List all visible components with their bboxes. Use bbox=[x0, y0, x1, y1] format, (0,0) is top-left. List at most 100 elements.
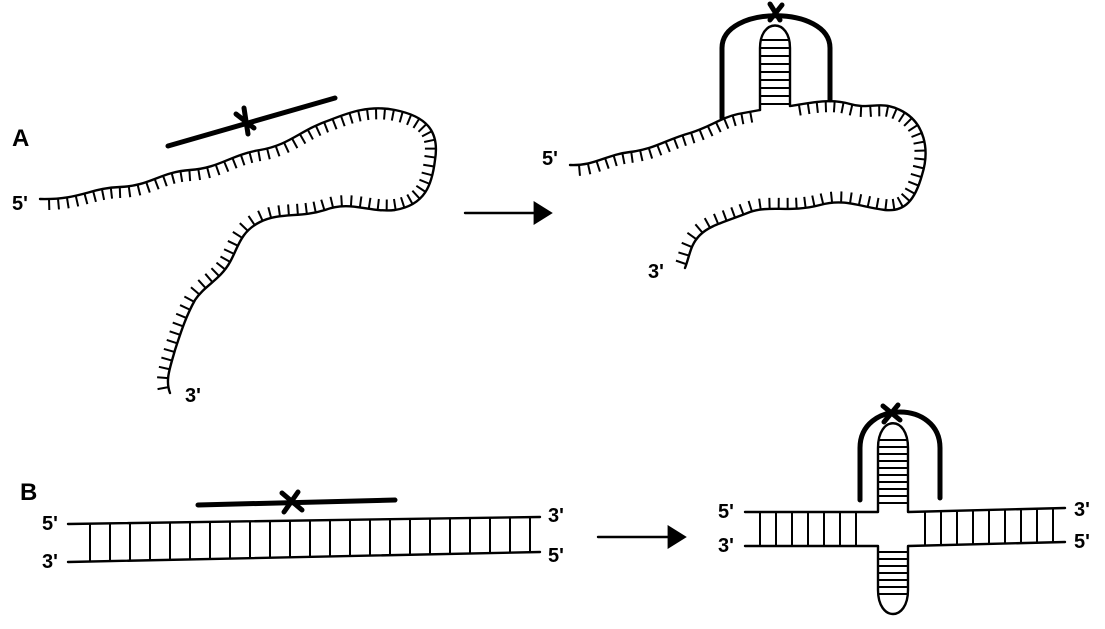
base-tick bbox=[911, 174, 922, 177]
bottom-right-label: 5' bbox=[1074, 531, 1090, 553]
base-tick bbox=[676, 261, 686, 265]
base-tick bbox=[164, 349, 175, 352]
panel-a-label: A bbox=[12, 125, 29, 152]
base-tick bbox=[908, 125, 917, 131]
base-tick bbox=[155, 179, 159, 189]
base-tick bbox=[129, 186, 130, 197]
base-tick bbox=[321, 200, 324, 211]
base-tick bbox=[58, 199, 59, 210]
five-prime-label: 5' bbox=[12, 193, 28, 215]
base-tick bbox=[914, 158, 925, 159]
base-tick bbox=[898, 197, 903, 207]
base-tick bbox=[724, 118, 728, 128]
base-tick bbox=[314, 202, 316, 213]
base-tick bbox=[893, 199, 895, 210]
hairpin-base-pairs-a bbox=[760, 40, 790, 104]
base-tick bbox=[695, 224, 702, 232]
crosslink-mark-a bbox=[770, 4, 782, 20]
base-tick bbox=[184, 297, 194, 302]
base-tick bbox=[232, 158, 236, 168]
base-tick bbox=[308, 130, 313, 140]
five-prime-label: 5' bbox=[542, 148, 558, 170]
base-tick bbox=[297, 204, 298, 215]
top-right-label: 3' bbox=[548, 505, 564, 527]
base-tick bbox=[870, 106, 871, 117]
base-tick bbox=[714, 214, 718, 224]
base-tick bbox=[796, 198, 797, 209]
base-tick bbox=[324, 122, 328, 132]
bottom-left-label: 3' bbox=[42, 551, 58, 573]
base-tick bbox=[240, 223, 248, 231]
base-tick bbox=[220, 256, 230, 261]
base-tick bbox=[424, 140, 435, 142]
base-tick bbox=[176, 314, 186, 318]
base-tick bbox=[799, 105, 801, 116]
base-tick bbox=[224, 161, 228, 171]
base-tick bbox=[419, 124, 427, 132]
base-tick bbox=[400, 112, 403, 123]
base-tick bbox=[622, 153, 624, 164]
base-tick bbox=[93, 191, 96, 202]
base-tick bbox=[407, 115, 411, 125]
base-tick bbox=[913, 166, 924, 168]
base-tick bbox=[102, 189, 104, 200]
rna-strand-a-after-tail bbox=[685, 101, 926, 268]
base-tick bbox=[588, 164, 590, 175]
base-tick bbox=[708, 126, 713, 136]
base-tick bbox=[631, 152, 632, 163]
base-tick bbox=[191, 287, 199, 294]
base-tick bbox=[384, 109, 385, 120]
base-tick bbox=[731, 207, 735, 217]
hairpin-a bbox=[760, 26, 790, 111]
base-tick bbox=[899, 113, 905, 122]
base-tick bbox=[605, 158, 609, 168]
base-tick bbox=[249, 216, 255, 225]
base-tick bbox=[157, 377, 168, 378]
base-tick bbox=[67, 197, 69, 208]
base-tick bbox=[876, 198, 878, 209]
base-tick bbox=[369, 198, 371, 209]
base-tick bbox=[198, 169, 200, 180]
base-tick bbox=[812, 196, 814, 207]
base-tick bbox=[885, 199, 886, 210]
base-tick bbox=[284, 143, 289, 153]
base-tick bbox=[422, 173, 433, 176]
base-tick bbox=[267, 149, 270, 160]
base-tick bbox=[358, 111, 360, 122]
base-tick bbox=[831, 192, 832, 203]
base-tick bbox=[424, 156, 435, 158]
base-tick bbox=[189, 170, 190, 181]
panel-a-before: 5' 3' bbox=[12, 98, 436, 407]
base-tick bbox=[691, 133, 694, 143]
base-tick bbox=[306, 203, 307, 214]
base-tick bbox=[666, 142, 670, 152]
base-tick bbox=[167, 340, 177, 343]
base-tick bbox=[258, 211, 262, 221]
base-tick bbox=[392, 110, 394, 121]
base-tick bbox=[412, 191, 419, 199]
base-tick bbox=[749, 201, 752, 211]
base-tick bbox=[349, 113, 352, 124]
base-tick bbox=[902, 194, 910, 201]
base-tick bbox=[422, 131, 432, 136]
base-tick bbox=[330, 197, 333, 208]
base-tick bbox=[407, 194, 412, 204]
base-tick bbox=[657, 145, 661, 155]
base-tick bbox=[205, 274, 212, 282]
base-tick bbox=[207, 167, 210, 178]
base-tick bbox=[228, 241, 238, 246]
base-tick bbox=[173, 323, 183, 327]
base-tick bbox=[233, 232, 242, 238]
panel-b-before: 5' 3' 3' 5' bbox=[42, 492, 564, 573]
base-tick bbox=[351, 195, 352, 206]
base-tick bbox=[378, 199, 379, 210]
bottom-right-label: 5' bbox=[548, 545, 564, 567]
rna-bases-a-before bbox=[49, 108, 436, 389]
base-tick bbox=[597, 161, 600, 171]
base-tick bbox=[158, 387, 169, 389]
base-tick bbox=[278, 205, 279, 216]
base-tick bbox=[841, 102, 843, 113]
antisense-oligo-b-after bbox=[860, 405, 940, 500]
base-tick bbox=[817, 102, 818, 113]
